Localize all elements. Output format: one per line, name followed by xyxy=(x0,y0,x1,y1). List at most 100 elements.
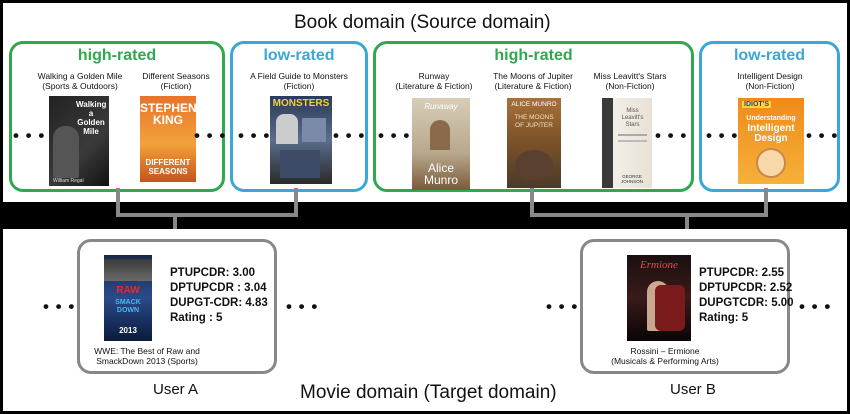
cover-text: Intelligent xyxy=(747,123,795,134)
cover-text: SEASONS xyxy=(148,167,188,176)
book-item: The Moons of Jupiter (Literature & Ficti… xyxy=(485,71,581,91)
user-a-label: User A xyxy=(153,381,199,398)
cover-text: THE MOONS xyxy=(514,114,554,121)
cover-text: ALICE MUNRO xyxy=(511,101,557,108)
cover-text: SMACK xyxy=(115,299,141,306)
book-group-low-rated-2: low-rated Intelligent Design (Non-Fictio… xyxy=(699,41,840,192)
user-a-movie-caption: WWE: The Best of Raw and SmackDown 2013 … xyxy=(82,346,212,366)
book-domain-panel: Book domain (Source domain) high-rated W… xyxy=(3,3,847,202)
connector-line xyxy=(685,213,689,235)
book-item: Miss Leavitt's Stars (Non-Fiction) xyxy=(582,71,678,91)
book-title: Different Seasons xyxy=(142,71,210,81)
cover-text: RAW xyxy=(116,285,140,296)
book-group-high-rated-2: high-rated Runway (Literature & Fiction)… xyxy=(373,41,694,192)
cover-text: Miss xyxy=(626,108,639,114)
connector-line xyxy=(116,213,298,217)
cover-text: OF JUPITER xyxy=(515,122,553,129)
stat-line: PTUPCDR: 3.00 xyxy=(170,267,255,279)
ellipsis: • • • xyxy=(333,126,366,145)
ellipsis: • • • xyxy=(286,297,319,316)
stat-line: Rating: 5 xyxy=(699,312,749,324)
user-b-label: User B xyxy=(670,381,716,398)
user-a-stats: PTUPCDR: 3.00 DPTUPCDR : 3.04 DUPGT-CDR:… xyxy=(170,266,268,326)
cover-text: Runaway xyxy=(424,102,458,111)
connector-line xyxy=(530,188,534,216)
cover-text: IDIOT'S xyxy=(742,101,771,108)
book-category: (Fiction) xyxy=(160,81,192,91)
book-domain-title: Book domain (Source domain) xyxy=(294,12,551,33)
ellipsis: • • • xyxy=(706,126,739,145)
stat-line: DPTUPCDR : 3.04 xyxy=(170,282,267,294)
cover-text: Walking a xyxy=(76,100,107,118)
movie-domain-title: Movie domain (Target domain) xyxy=(300,382,557,403)
connector-line xyxy=(294,188,298,216)
cover-text: 2013 xyxy=(119,326,137,335)
book-cover-different-seasons: STEPHEN KING DIFFERENT SEASONS xyxy=(140,96,196,182)
movie-cover-ermione: Ermione xyxy=(627,255,691,341)
cover-text: Stars xyxy=(625,122,640,128)
cover-text: GEORGE JOHNSON xyxy=(620,174,643,184)
cover-text: DIFFERENT xyxy=(145,158,191,167)
cover-text: William Regal xyxy=(53,178,84,184)
book-title: Walking a Golden Mile xyxy=(37,71,123,81)
book-item: Different Seasons (Fiction) xyxy=(130,71,222,91)
cover-text: Understanding xyxy=(746,115,796,122)
ellipsis: • • • xyxy=(378,126,411,145)
cover-text: Golden xyxy=(77,118,105,127)
ellipsis: • • • xyxy=(655,126,688,145)
book-title: Runway xyxy=(418,71,450,81)
stat-line: DPTUPCDR: 2.52 xyxy=(699,282,793,294)
ellipsis: • • • xyxy=(799,297,832,316)
movie-title: WWE: The Best of Raw and xyxy=(94,346,200,356)
cover-text: Leavitt's xyxy=(621,115,644,121)
connector-line xyxy=(764,188,768,216)
book-category: (Literature & Fiction) xyxy=(494,81,572,91)
book-category: (Literature & Fiction) xyxy=(395,81,473,91)
book-cover-field-guide-monsters: MONSTERS xyxy=(270,96,332,184)
stat-line: PTUPCDR: 2.55 xyxy=(699,267,784,279)
book-title: A Field Guide to Monsters xyxy=(250,71,348,81)
book-item: Walking a Golden Mile (Sports & Outdoors… xyxy=(24,71,136,91)
cover-text: Design xyxy=(754,133,788,144)
group-label: low-rated xyxy=(263,47,335,64)
group-label: low-rated xyxy=(733,47,806,64)
cover-text: MONSTERS xyxy=(272,98,330,109)
book-item: Runway (Literature & Fiction) xyxy=(392,71,476,91)
stat-line: DUPGT-CDR: 4.83 xyxy=(170,297,268,309)
book-category: (Non-Fiction) xyxy=(745,81,795,91)
ellipsis: • • • xyxy=(43,297,76,316)
book-title: The Moons of Jupiter xyxy=(493,71,573,81)
movie-title: (Musicals & Performing Arts) xyxy=(611,356,719,366)
ellipsis: • • • xyxy=(546,297,579,316)
ellipsis: • • • xyxy=(238,126,271,145)
user-b-stats: PTUPCDR: 2.55 DPTUPCDR: 2.52 DUPGTCDR: 5… xyxy=(699,266,794,326)
movie-cover-wwe: RAW SMACK DOWN 2013 xyxy=(104,255,152,341)
book-cover-walking-golden-mile: Walking a Golden Mile William Regal xyxy=(49,96,109,186)
stat-line: Rating : 5 xyxy=(170,312,223,324)
book-title: Intelligent Design xyxy=(737,71,803,81)
book-category: (Non-Fiction) xyxy=(605,81,655,91)
book-group-low-rated-1: low-rated A Field Guide to Monsters (Fic… xyxy=(230,41,368,192)
connector-line xyxy=(530,213,768,217)
cover-text: KING xyxy=(153,113,183,127)
book-category: (Sports & Outdoors) xyxy=(42,81,118,91)
cover-text: Munro xyxy=(423,173,458,187)
user-b-movie-caption: Rossini – Ermione (Musicals & Performing… xyxy=(595,346,735,366)
book-cover-moons-jupiter: ALICE MUNRO THE MOONS OF JUPITER xyxy=(507,98,561,188)
book-item: Intelligent Design (Non-Fiction) xyxy=(708,71,832,91)
ellipsis: • • • xyxy=(13,126,46,145)
book-group-high-rated-1: high-rated Walking a Golden Mile (Sports… xyxy=(9,41,225,192)
cover-text: Ermione xyxy=(640,259,678,271)
ellipsis: • • • xyxy=(806,126,839,145)
cover-text: Alice xyxy=(427,161,454,175)
connector-line xyxy=(116,188,120,216)
cover-text: STEPHEN xyxy=(140,101,196,115)
book-cover-runway: Runaway Alice Munro xyxy=(412,98,470,190)
book-title: Miss Leavitt's Stars xyxy=(593,71,667,81)
user-a-card: RAW SMACK DOWN 2013 PTUPCDR: 3.00 DPTUPC… xyxy=(77,239,277,374)
book-category: (Fiction) xyxy=(283,81,315,91)
group-label: high-rated xyxy=(77,47,157,64)
cover-text: DOWN xyxy=(116,307,140,314)
book-cover-miss-leavitts-stars: Miss Leavitt's Stars GEORGE JOHNSON xyxy=(602,98,652,188)
group-label: high-rated xyxy=(494,47,573,64)
